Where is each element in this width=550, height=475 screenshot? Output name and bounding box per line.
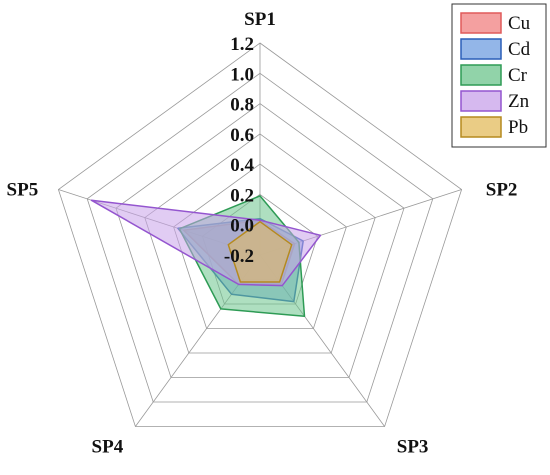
axis-label-sp3: SP3	[397, 437, 429, 458]
axis-label-sp2: SP2	[486, 180, 518, 201]
legend-label-zn: Zn	[508, 91, 530, 112]
tick-label: 0.6	[230, 125, 254, 146]
legend-label-cd: Cd	[508, 39, 531, 60]
tick-label: 1.0	[230, 64, 254, 85]
legend-swatch-cd	[460, 38, 502, 60]
axis-label-sp5: SP5	[7, 180, 39, 201]
grid-ring-1	[86, 72, 434, 403]
legend-swatch-zn	[460, 90, 502, 112]
tick-label: 0.0	[230, 216, 254, 237]
axis-label-sp1: SP1	[244, 9, 276, 30]
grid-ring-2	[115, 103, 405, 378]
tick-label: 0.2	[230, 185, 254, 206]
axis-label-sp4: SP4	[92, 437, 124, 458]
radial-tick-labels: 1.2 1.0 0.8 0.6 0.4 0.2 0.0 -0.2	[224, 34, 255, 267]
tick-label: 0.8	[230, 95, 254, 116]
legend-label-cr: Cr	[508, 65, 528, 86]
tick-label: 1.2	[230, 34, 254, 55]
grid-ring-3	[144, 133, 376, 354]
tick-label: -0.2	[224, 246, 254, 267]
grid-ring-0	[57, 42, 463, 427]
tick-label: 0.4	[230, 155, 254, 176]
radar-series	[90, 195, 322, 318]
legend-swatch-pb	[460, 116, 502, 138]
legend-swatch-cr	[460, 64, 502, 86]
legend-swatch-cu	[460, 12, 502, 34]
series-pb	[227, 220, 293, 283]
legend-label-pb: Pb	[508, 117, 528, 138]
legend-label-cu: Cu	[508, 13, 531, 34]
